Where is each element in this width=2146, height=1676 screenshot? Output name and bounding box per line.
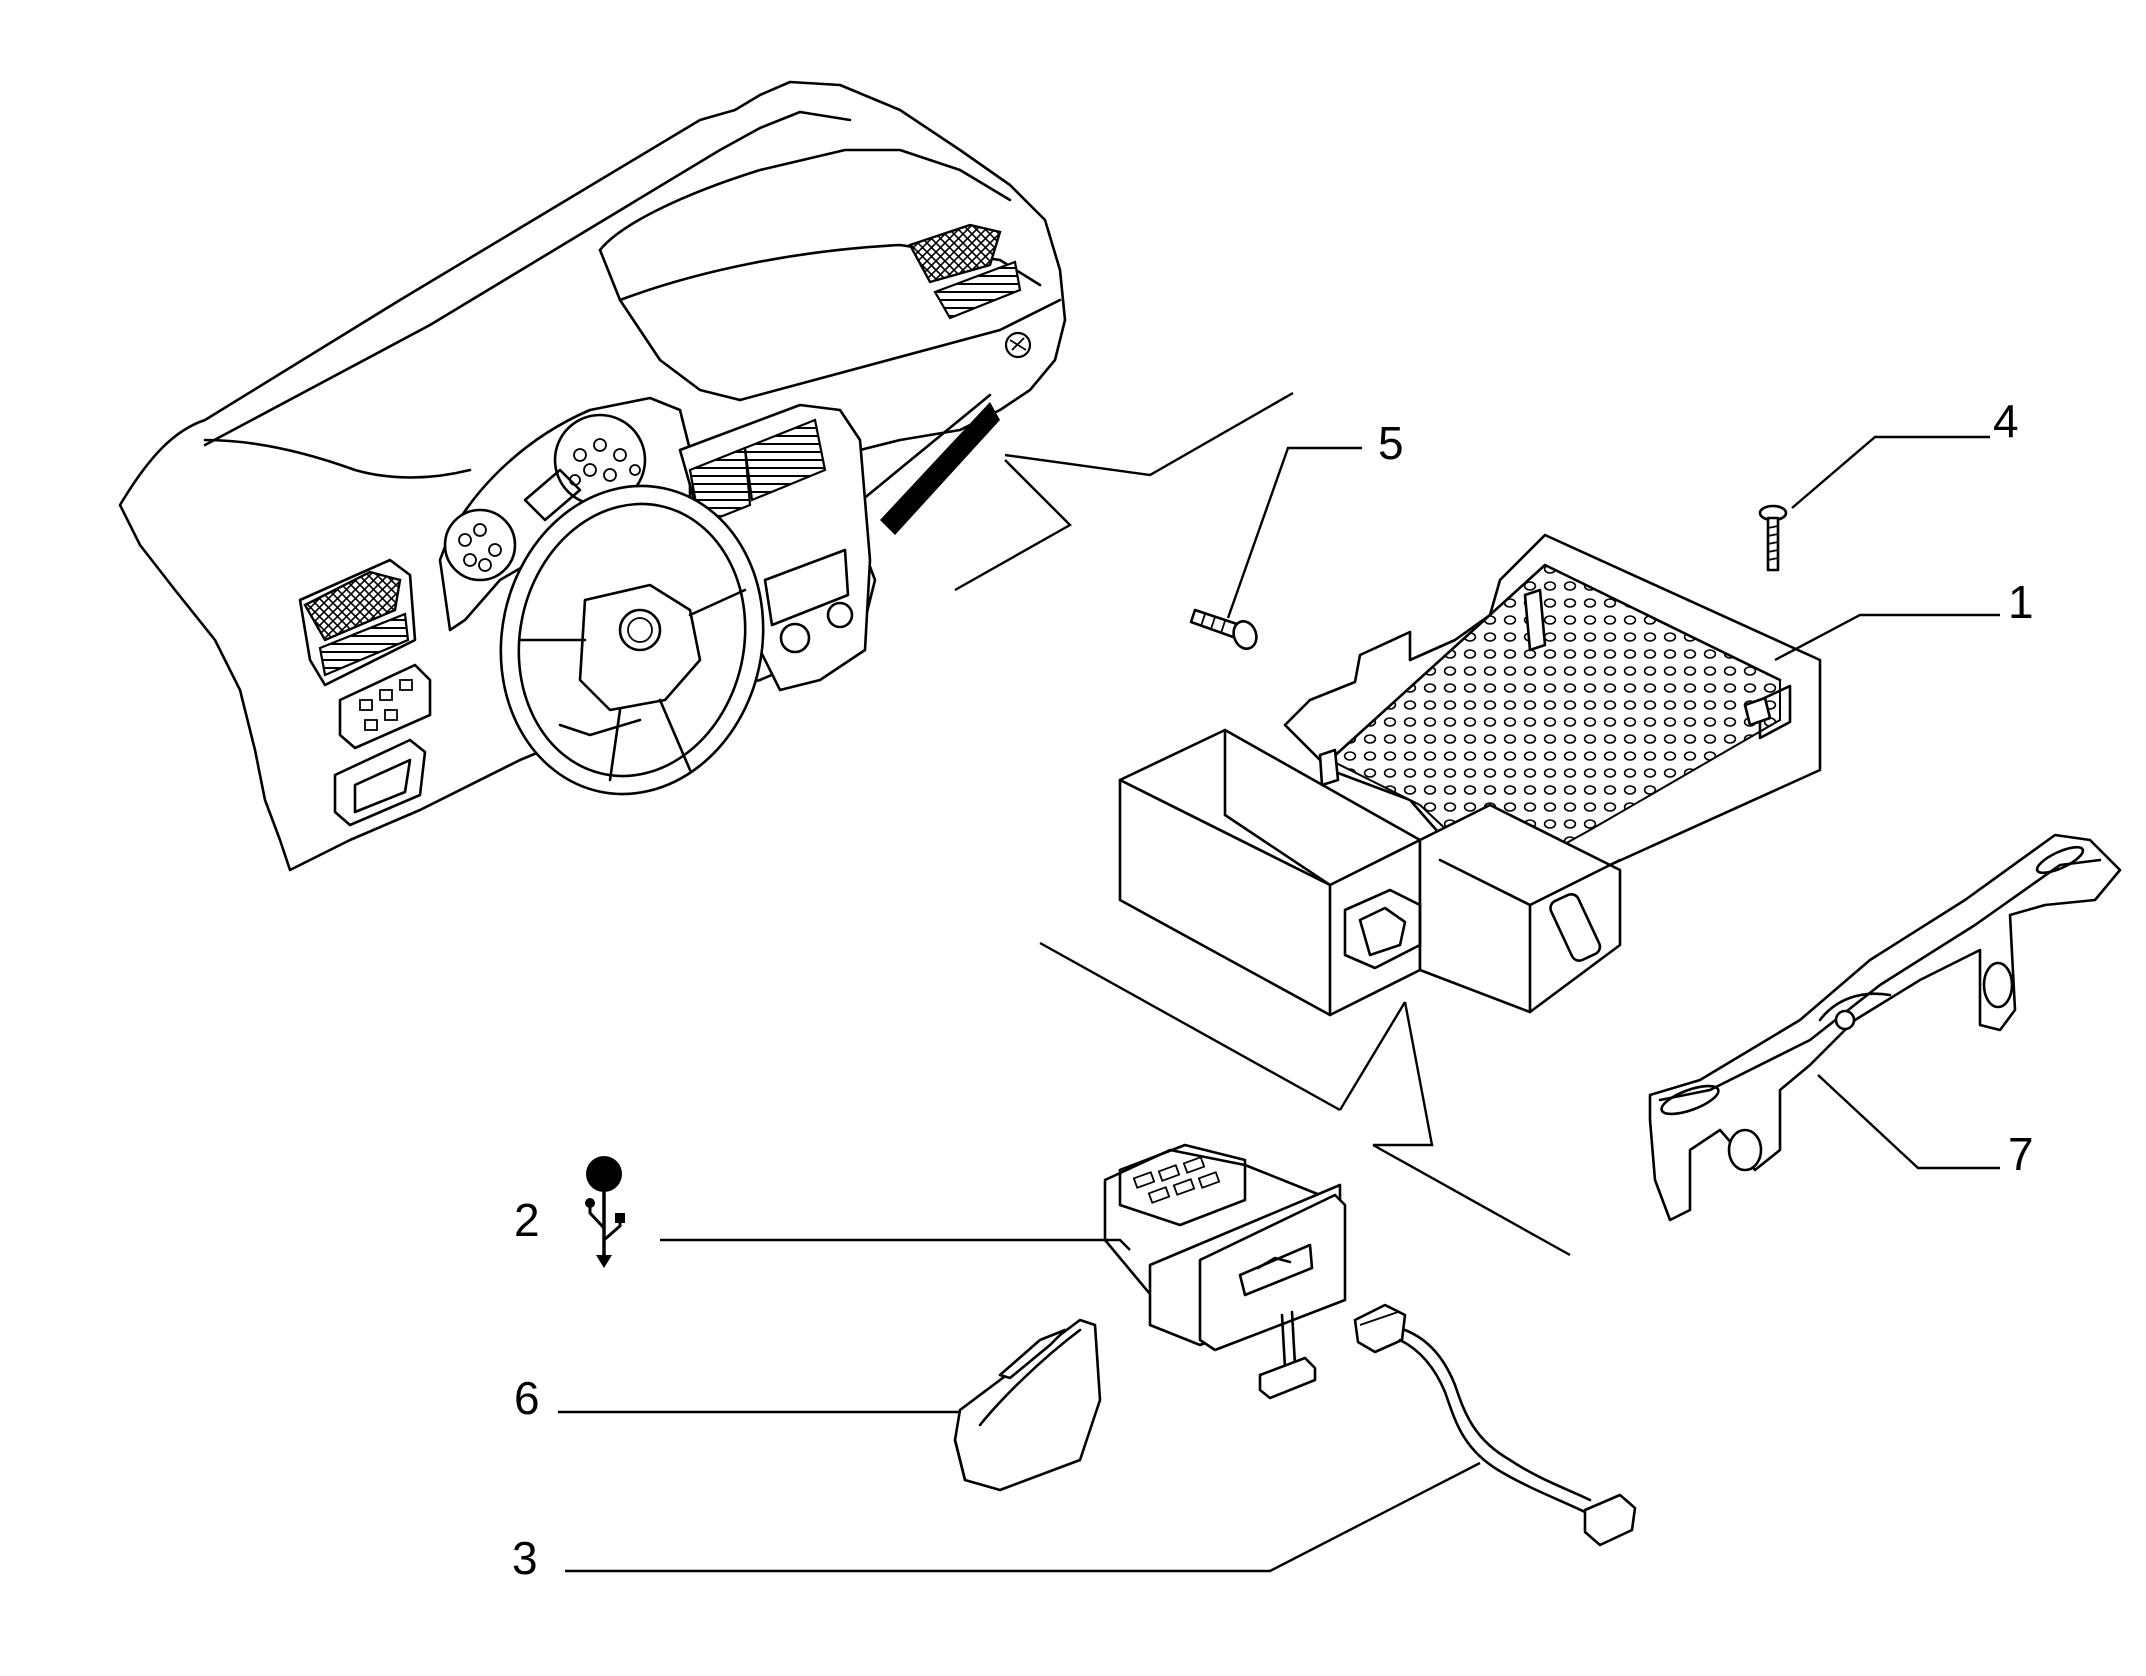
cable-harness-part-3 (1353, 1303, 1637, 1547)
cover-cap-part-6 (953, 1318, 1102, 1492)
dashboard-illustration (118, 80, 1067, 872)
callout-4: 4 (1993, 395, 2019, 447)
dashboard-pointer (954, 391, 1294, 592)
leader-5 (1226, 446, 1362, 619)
callout-5: 5 (1378, 417, 1404, 469)
callout-2: 2 (514, 1194, 540, 1246)
leader-lines (558, 435, 2000, 1573)
screw-part-5 (1189, 608, 1258, 650)
leader-7 (1817, 1074, 2000, 1170)
explode-lines (1039, 941, 1571, 1257)
callout-labels: 1 2 3 4 5 6 7 (512, 395, 2034, 1584)
screw-part-4 (1758, 504, 1788, 572)
usb-socket-part-2 (1103, 1143, 1347, 1400)
leader-4 (1791, 435, 1990, 509)
leader-2 (660, 1238, 1131, 1251)
callout-7: 7 (2008, 1128, 2034, 1180)
callout-6: 6 (514, 1372, 540, 1424)
steering-wheel (499, 484, 765, 796)
control-module-housing (1118, 533, 1822, 1017)
leader-3 (565, 1461, 1481, 1573)
usb-icon (585, 1156, 625, 1268)
mounting-bracket (1648, 833, 2122, 1222)
callout-1: 1 (2008, 576, 2034, 628)
leader-1 (1774, 613, 2000, 662)
callout-3: 3 (512, 1532, 538, 1584)
